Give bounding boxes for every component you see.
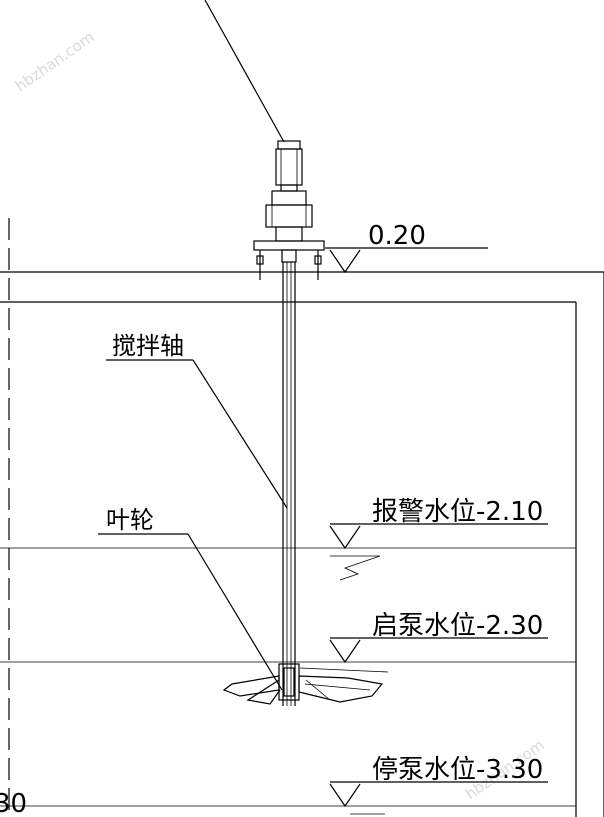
impeller-label: 叶轮 bbox=[106, 506, 154, 534]
start-pump-level-label: 启泵水位-2.30 bbox=[372, 611, 543, 641]
stop-pump-level-marker: 停泵水位-3.30 bbox=[329, 755, 548, 815]
elevation-top-label: 0.20 bbox=[368, 221, 426, 251]
shaft-label: 搅拌轴 bbox=[112, 332, 184, 360]
start-pump-level-marker: 启泵水位-2.30 bbox=[329, 611, 548, 664]
mixer-motor bbox=[253, 140, 325, 280]
alarm-level-marker: 报警水位-2.10 bbox=[329, 497, 548, 581]
elevation-marker-top: 0.20 bbox=[325, 221, 488, 274]
pit-structure bbox=[0, 218, 604, 817]
svg-text:hbzhan.com: hbzhan.com bbox=[12, 28, 98, 95]
impeller bbox=[222, 663, 389, 705]
stop-pump-level-label: 停泵水位-3.30 bbox=[372, 755, 543, 785]
partial-dimension-label: 30 bbox=[0, 789, 27, 817]
watermark-top: hbzhan.com bbox=[12, 28, 98, 95]
mixer-shaft bbox=[282, 262, 296, 706]
shaft-callout: 搅拌轴 bbox=[106, 332, 288, 509]
alarm-level-label: 报警水位-2.10 bbox=[372, 497, 543, 527]
impeller-callout: 叶轮 bbox=[98, 506, 283, 691]
motor-leader-line bbox=[204, 0, 285, 143]
